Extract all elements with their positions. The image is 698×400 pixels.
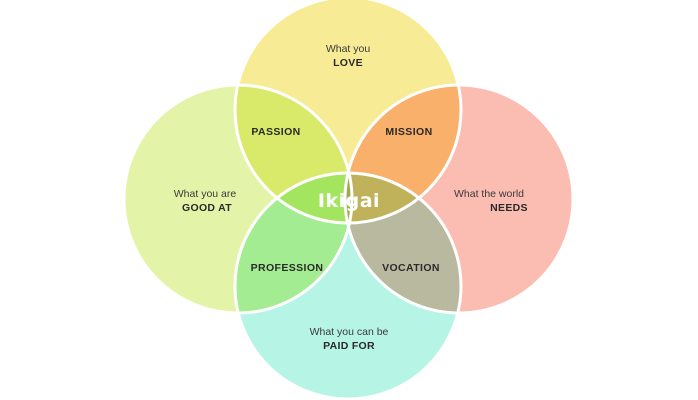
vocation-label: VOCATION	[382, 262, 440, 274]
good-at-label-line1: What you are	[174, 188, 237, 200]
ikigai-label: Ikigai	[318, 190, 380, 212]
circle-outlines	[122, 0, 575, 400]
love-label-line1: What you	[326, 43, 371, 55]
passion-label: PASSION	[251, 126, 300, 138]
good-at-label-line2: GOOD AT	[182, 202, 232, 214]
paid-for-label-line2: PAID FOR	[323, 340, 375, 352]
profession-label: PROFESSION	[251, 262, 324, 274]
needs-label-line1: What the world	[454, 188, 524, 200]
mission-label: MISSION	[385, 126, 432, 138]
paid-for-label-line1: What you can be	[310, 326, 389, 338]
paid-for-outline	[233, 171, 463, 400]
needs-label-line2: NEEDS	[490, 202, 528, 214]
love-label-line2: LOVE	[333, 57, 363, 69]
